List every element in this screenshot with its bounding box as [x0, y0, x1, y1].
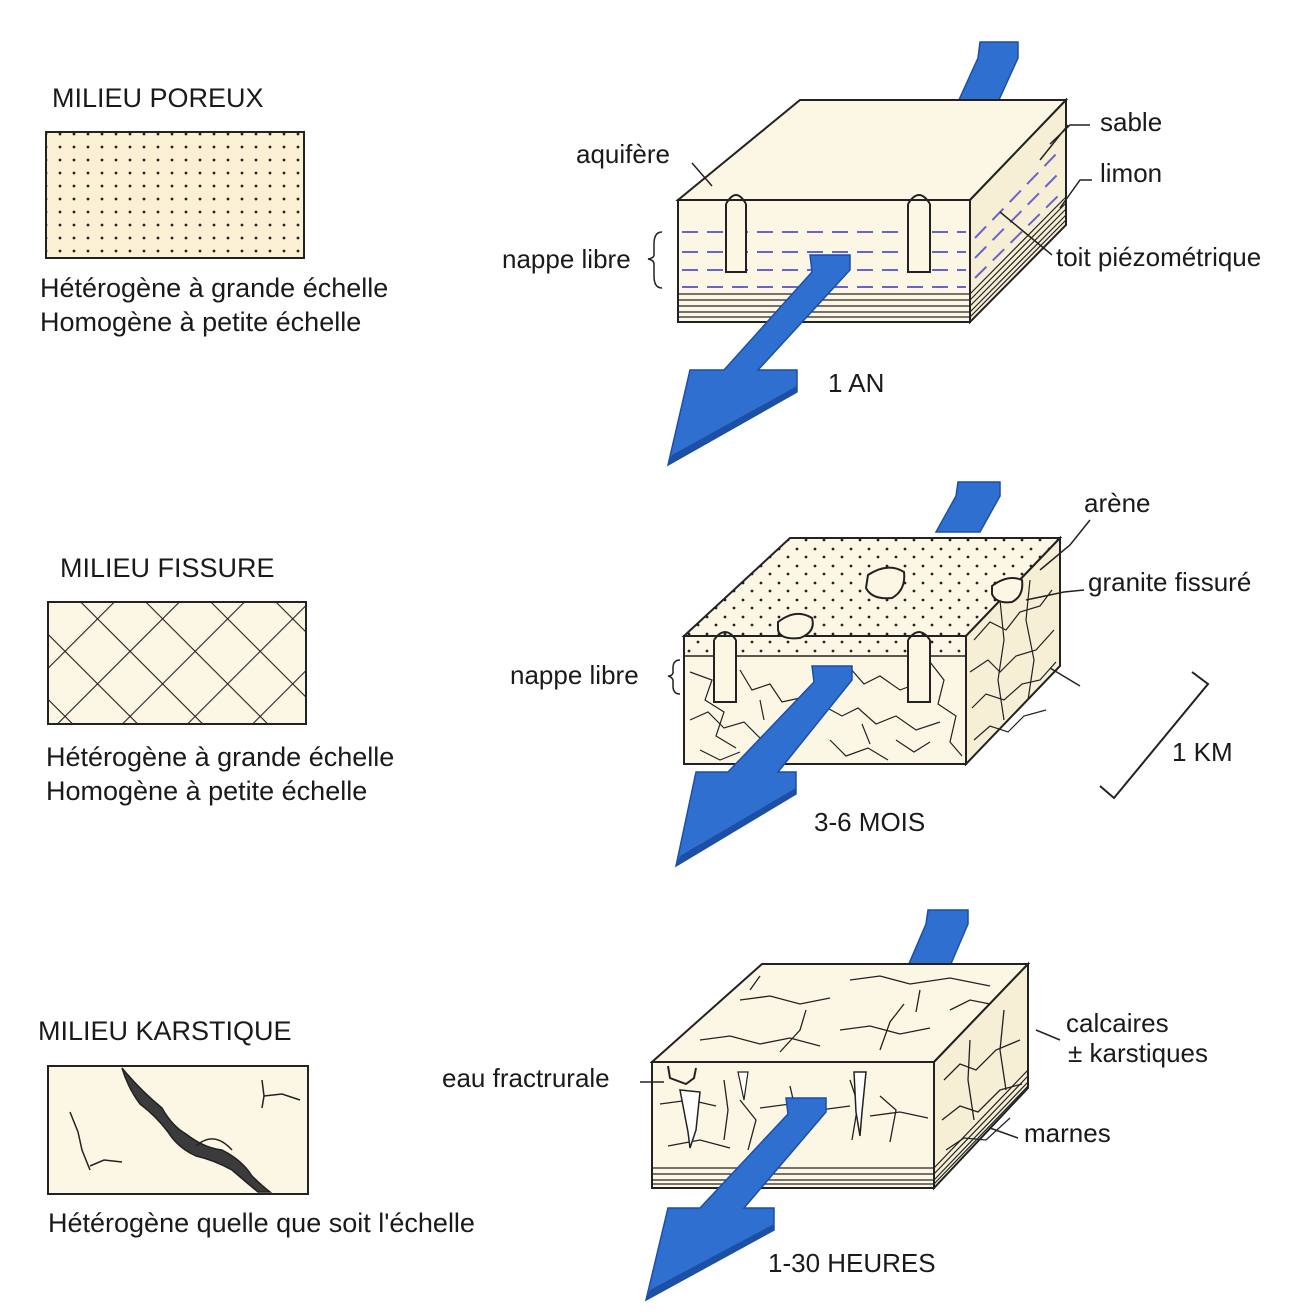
block-diagram-porous [647, 41, 1092, 467]
label-aquifer: aquifère [576, 139, 670, 169]
panel-title-fissured: MILIEU FISSURE [60, 553, 275, 583]
time-porous: 1 AN [828, 368, 884, 398]
label-free-water-table-porous: nappe libre [502, 244, 631, 274]
block-diagram-karst [640, 909, 1061, 1302]
panel-karst: MILIEU KARSTIQUE Hétérogène quelle que s… [38, 909, 1208, 1302]
panel-title-karst: MILIEU KARSTIQUE [38, 1016, 292, 1046]
dots-icon [45, 131, 305, 259]
block-diagram-fissured [667, 481, 1210, 868]
crosshatch-icon [47, 601, 307, 725]
panel-desc-fissured-2: Homogène à petite échelle [46, 776, 367, 806]
label-water-table-surface: toit piézométrique [1056, 242, 1261, 272]
label-fracture-water: eau fractrurale [442, 1063, 610, 1093]
panel-fissured: MILIEU FISSURE Hétérogène à grande échel… [46, 481, 1251, 868]
label-silt: limon [1100, 158, 1162, 188]
scale-bracket [1099, 671, 1210, 800]
label-marl: marnes [1024, 1118, 1111, 1148]
karst-fracture-icon [47, 1065, 309, 1195]
label-fissured-granite: granite fissuré [1088, 567, 1251, 597]
label-limestone-2: ± karstiques [1068, 1038, 1208, 1068]
label-sand: sable [1100, 107, 1162, 137]
label-free-water-table-fissured: nappe libre [510, 660, 639, 690]
time-karst: 1-30 HEURES [768, 1248, 936, 1278]
time-fissured: 3-6 MOIS [814, 807, 925, 837]
scale-label: 1 KM [1172, 737, 1233, 767]
label-limestone-1: calcaires [1066, 1008, 1169, 1038]
panel-porous: MILIEU POREUX Hétérogène à grande échell… [40, 41, 1261, 467]
panel-desc-karst-1: Hétérogène quelle que soit l'échelle [48, 1208, 475, 1238]
panel-desc-porous-2: Homogène à petite échelle [40, 307, 361, 337]
label-arena: arène [1084, 488, 1151, 518]
panel-desc-fissured-1: Hétérogène à grande échelle [46, 742, 394, 772]
panel-title-porous: MILIEU POREUX [52, 83, 264, 113]
panel-desc-porous-1: Hétérogène à grande échelle [40, 273, 388, 303]
